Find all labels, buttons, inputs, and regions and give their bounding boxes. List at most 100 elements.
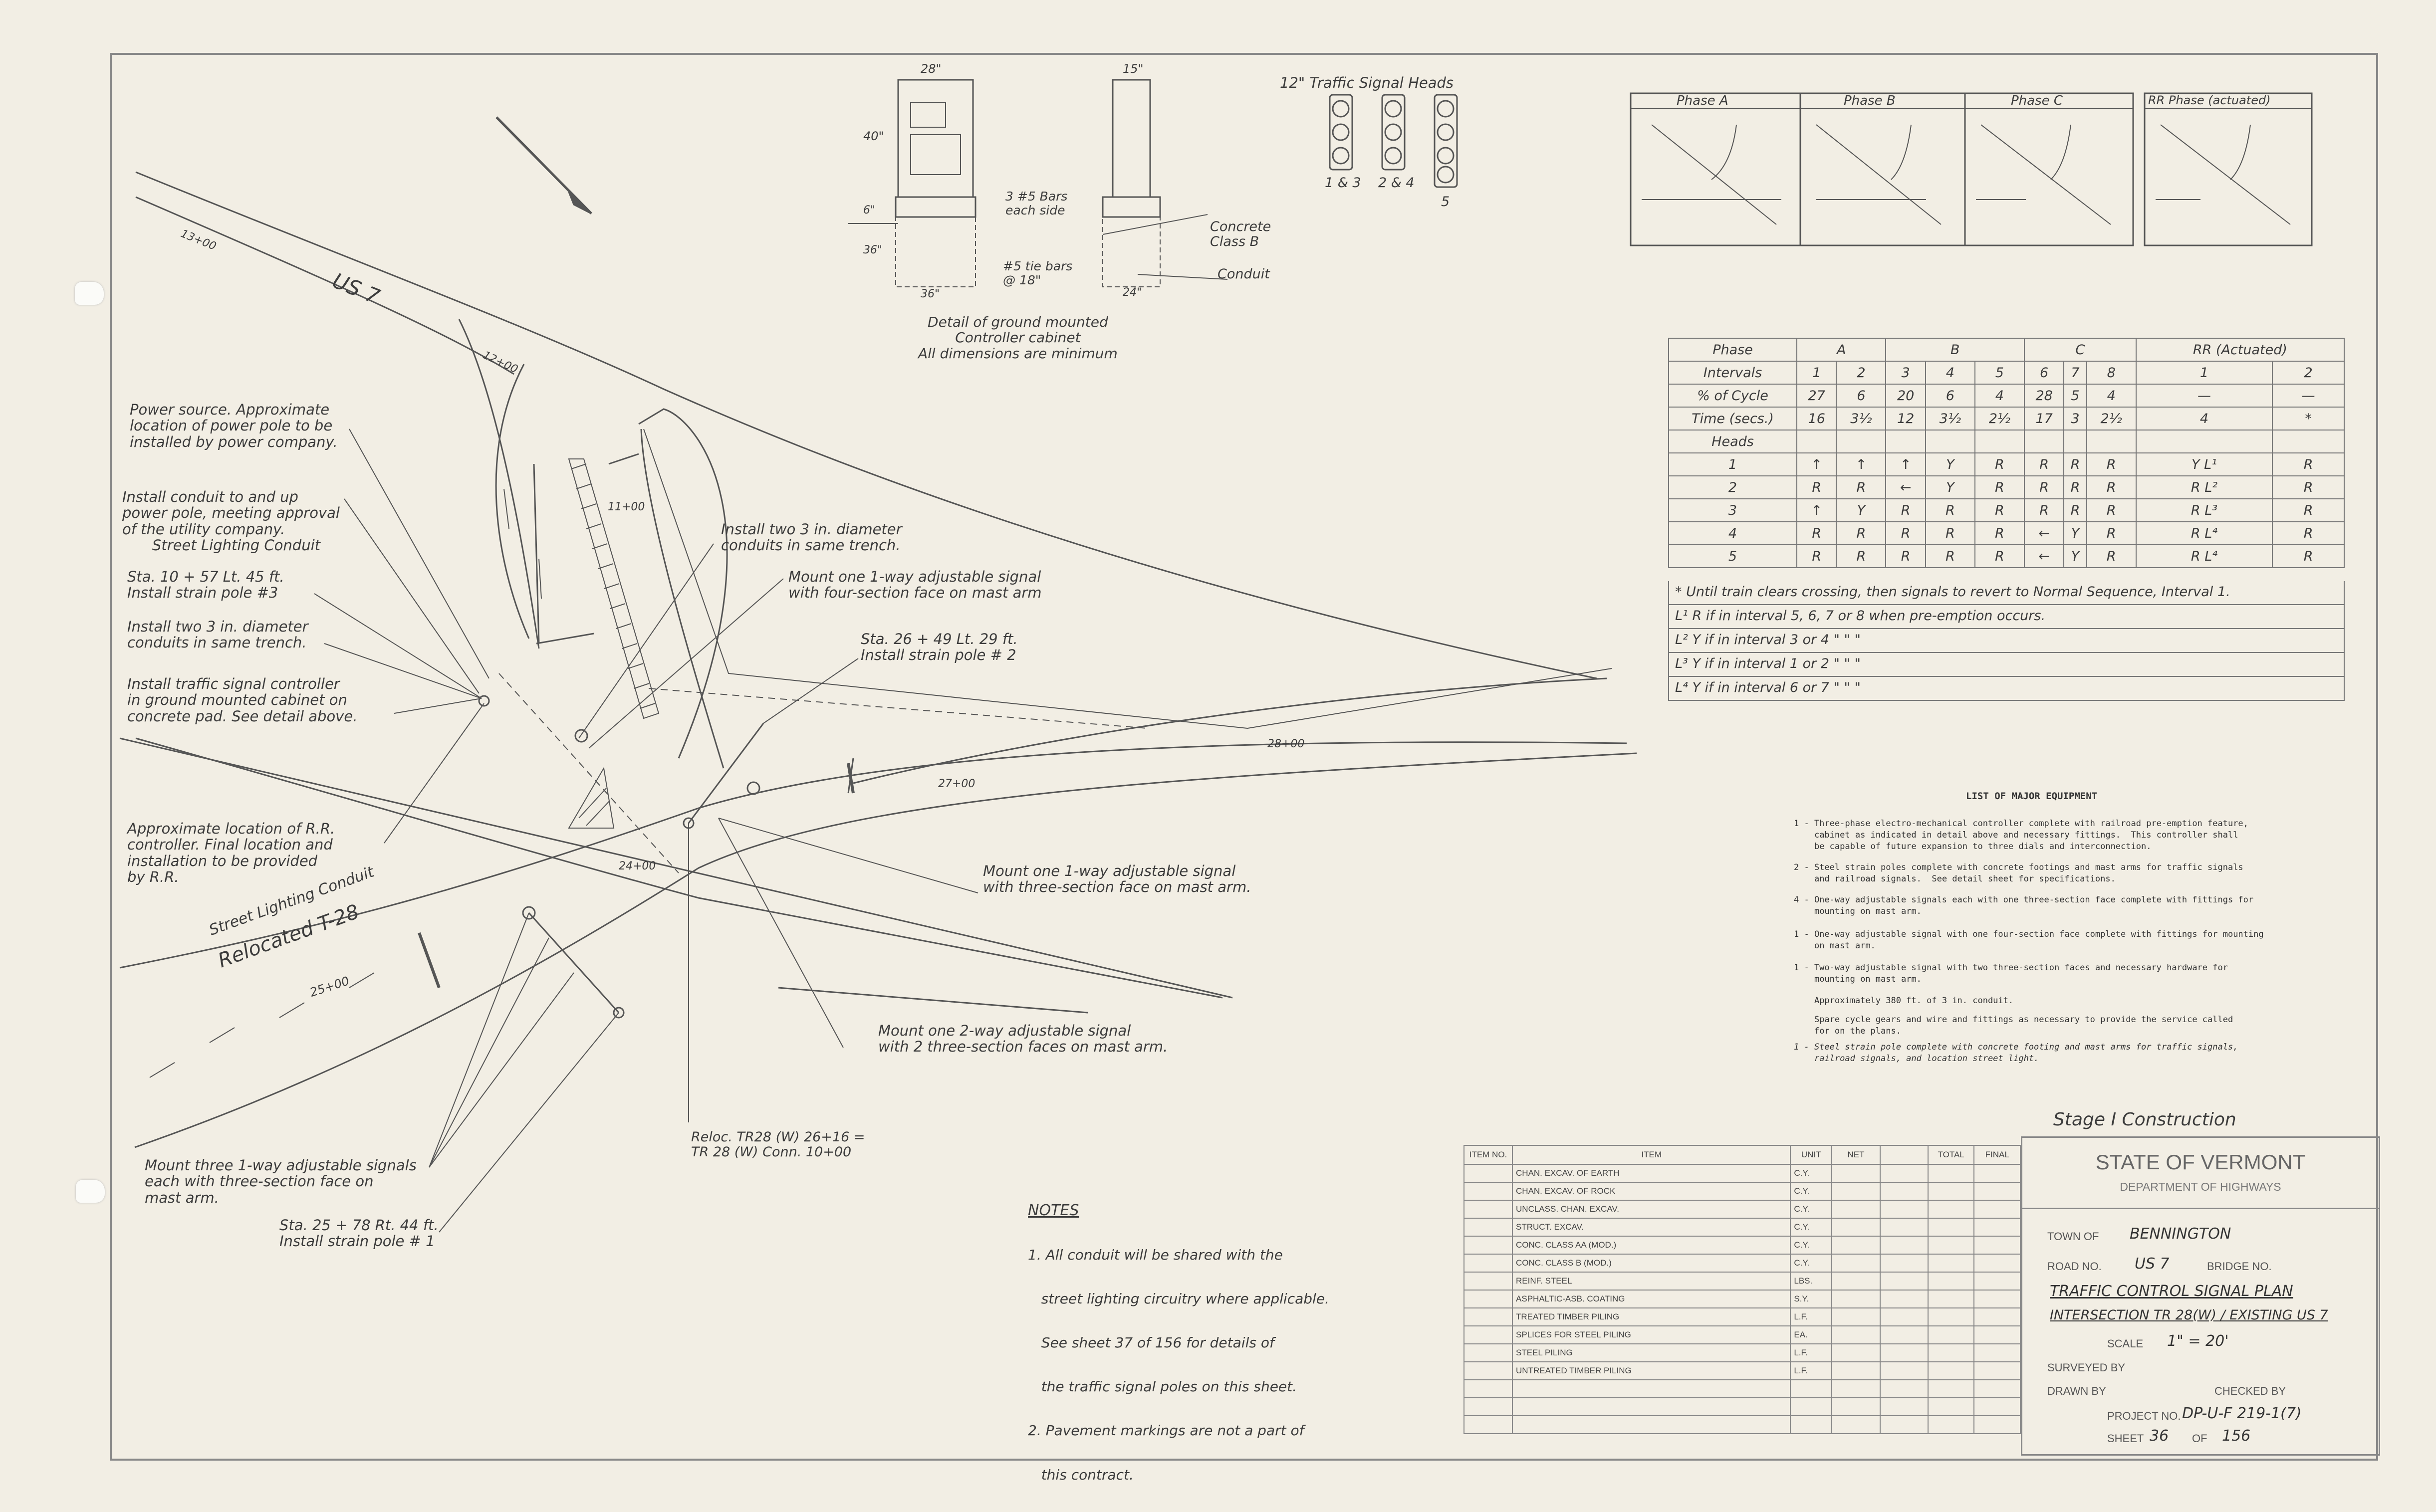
table-cell: TREATED TIMBER PILING (1512, 1307, 1791, 1326)
note-line: Sta. 10 + 57 Lt. 45 ft. (127, 568, 284, 585)
conduit-pole-note: Install conduit to and up power pole, me… (122, 489, 340, 554)
timing-note: L¹ R if in interval 5, 6, 7 or 8 when pr… (1668, 605, 2345, 629)
table-cell: 2 (1668, 475, 1797, 499)
table-cell (1512, 1397, 1791, 1416)
table-cell: R (1974, 475, 2025, 499)
note-line: each with three-section face on (145, 1173, 374, 1190)
timing-note: L⁴ Y if in interval 6 or 7 " " " (1668, 677, 2345, 701)
table-cell: R (2023, 452, 2065, 476)
three-signals-note: Mount three 1-way adjustable signals eac… (145, 1157, 417, 1206)
table-cell: 2 (1836, 361, 1887, 385)
tie-line: @ 18" (1003, 273, 1041, 287)
bridge-label: BRIDGE NO. (2207, 1260, 2272, 1273)
table-cell: Y (1925, 452, 1975, 476)
note-line: Sta. 26 + 49 Lt. 29 ft. (861, 631, 1018, 648)
road-label: ROAD NO. (2047, 1260, 2102, 1273)
table-cell: CHAN. EXCAV. OF EARTH (1512, 1164, 1791, 1183)
table-cell: UNCLASS. CHAN. EXCAV. (1512, 1200, 1791, 1219)
table-cell: 27 (1796, 384, 1837, 408)
strain-pole-1-note: Sta. 25 + 78 Rt. 44 ft. Install strain p… (279, 1217, 439, 1250)
table-cell: R L⁴ (2135, 521, 2273, 545)
sheet-total: 156 (2222, 1427, 2251, 1445)
strain-pole-2-note: Sta. 26 + 49 Lt. 29 ft. Install strain p… (861, 631, 1018, 663)
table-cell: STEEL PILING (1512, 1343, 1791, 1362)
timing-note: L³ Y if in interval 1 or 2 " " " (1668, 653, 2345, 677)
table-row (1463, 1415, 2021, 1434)
table-cell: R (1925, 544, 1975, 568)
table-cell: R (2063, 498, 2087, 522)
table-cell: C.Y. (1790, 1164, 1833, 1183)
table-cell: C.Y. (1790, 1254, 1833, 1273)
table-cell: Y (1836, 498, 1887, 522)
note-line: with 2 three-section faces on mast arm. (878, 1038, 1168, 1056)
table-row: STRUCT. EXCAV.C.Y. (1463, 1218, 2021, 1237)
table-cell: R L³ (2135, 498, 2273, 522)
table-cell: Intervals (1668, 361, 1797, 385)
concrete-line: Concrete (1210, 219, 1271, 234)
binder-hole (75, 282, 104, 305)
table-row: Phase A B C RR (Actuated) (1668, 338, 2345, 362)
table-cell: 3 (1668, 498, 1797, 522)
phase-timing-table: Phase A B C RR (Actuated) Intervals 1 2 … (1668, 338, 2345, 568)
table-cell: 6 (2023, 361, 2065, 385)
table-cell: R (1836, 475, 1887, 499)
table-cell: % of Cycle (1668, 384, 1797, 408)
table-cell: B (1885, 338, 2025, 362)
table-row: 5 R R R R R ← Y R R L⁴ R (1668, 544, 2345, 568)
table-cell: CHAN. EXCAV. OF ROCK (1512, 1182, 1791, 1201)
note-line: Install two 3 in. diameter (127, 618, 308, 635)
table-cell: Time (secs.) (1668, 407, 1797, 431)
table-cell: C.Y. (1790, 1200, 1833, 1219)
tie-bars-note: #5 tie bars @ 18" (1003, 259, 1072, 287)
quantities-table: ITEM NO. ITEM UNIT NET TOTAL FINAL CHAN.… (1463, 1145, 2021, 1434)
note-line: Install strain pole # 1 (279, 1233, 435, 1250)
note-line: location of power pole to be (130, 417, 333, 434)
table-cell: LBS. (1790, 1272, 1833, 1291)
note-line: controller. Final location and (127, 836, 333, 854)
table-row: CONC. CLASS AA (MOD.)C.Y. (1463, 1236, 2021, 1255)
note-line: installed by power company. (130, 433, 338, 450)
three-section-signal-note: Mount one 1-way adjustable signal with t… (983, 863, 1251, 895)
bars-note: 3 #5 Bars each side (1005, 190, 1067, 217)
note-line: 2. Pavement markings are not a part of (1028, 1422, 1304, 1439)
table-header (1879, 1145, 1929, 1165)
scale-value: 1" = 20' (2167, 1332, 2229, 1350)
cabinet-dim-height: 40" (863, 129, 884, 143)
table-cell: 3½ (1836, 407, 1887, 431)
table-cell: 2½ (1974, 407, 2025, 431)
table-header: ITEM (1512, 1145, 1791, 1165)
note-line: Install strain pole # 2 (861, 647, 1016, 664)
table-cell: C.Y. (1790, 1182, 1833, 1201)
equipment-item: 1 - Three-phase electro-mechanical contr… (1794, 819, 2248, 852)
table-cell: R (2086, 452, 2137, 476)
title-block: STATE OF VERMONT DEPARTMENT OF HIGHWAYS … (2021, 1136, 2380, 1456)
note-line: Power source. Approximate (130, 401, 330, 418)
table-row: Time (secs.) 16 3½ 12 3½ 2½ 17 3 2½ 4 * (1668, 407, 2345, 431)
note-line: by R.R. (127, 868, 179, 886)
equipment-item: 4 - One-way adjustable signals each with… (1794, 895, 2254, 916)
two-way-signal-note: Mount one 2-way adjustable signal with 2… (878, 1023, 1168, 1055)
equipment-title: LIST OF MAJOR EQUIPMENT (1966, 791, 2098, 802)
table-row: Heads (1668, 430, 2345, 453)
table-cell: STRUCT. EXCAV. (1512, 1218, 1791, 1237)
table-cell: 17 (2023, 407, 2065, 431)
tie-line: #5 tie bars (1003, 259, 1073, 273)
table-cell: R (2272, 475, 2345, 499)
table-cell (1885, 430, 1926, 453)
table-cell: R (1885, 498, 1926, 522)
four-section-signal-note: Mount one 1-way adjustable signal with f… (788, 569, 1042, 601)
table-cell: R (1796, 475, 1837, 499)
controller-note: Install traffic signal controller in gro… (127, 675, 357, 725)
table-row: CONC. CLASS B (MOD.)C.Y. (1463, 1254, 2021, 1273)
signal-head-label: 1 & 3 (1325, 175, 1361, 191)
note-line: 1. All conduit will be shared with the (1028, 1246, 1283, 1263)
cabinet-dim-footing: 36" (863, 244, 883, 256)
table-cell: R (2272, 521, 2345, 545)
table-cell: 2 (2272, 361, 2345, 385)
table-cell: 4 (1974, 384, 2025, 408)
table-cell: 8 (2086, 361, 2137, 385)
note-line: Install traffic signal controller (127, 675, 340, 692)
table-header-row: ITEM NO. ITEM UNIT NET TOTAL FINAL (1463, 1145, 2021, 1165)
